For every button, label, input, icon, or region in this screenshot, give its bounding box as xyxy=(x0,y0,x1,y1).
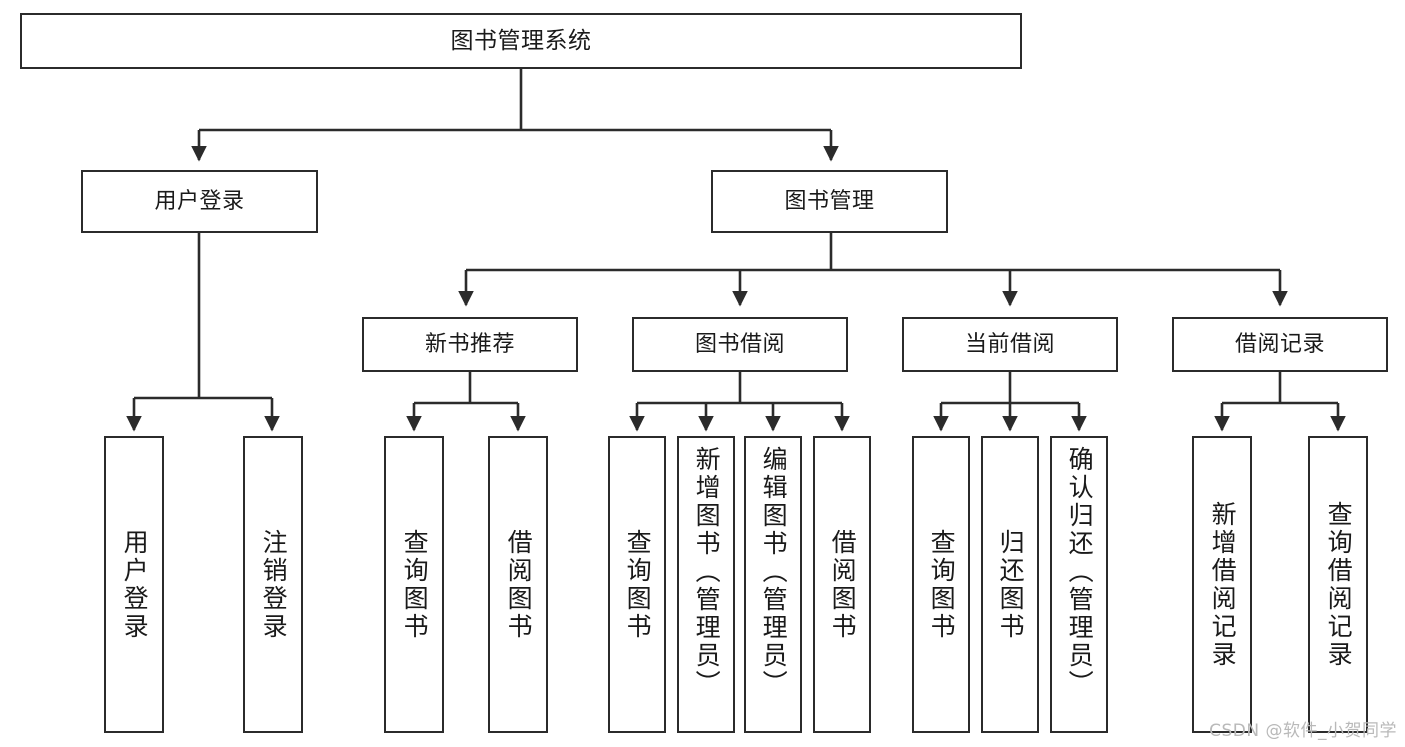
leaf-borrow-book-1[interactable]: 借阅图书 xyxy=(488,436,548,733)
leaf-query-book-2[interactable]: 查询图书 xyxy=(608,436,666,733)
leaf-borrow-book-2[interactable]: 借阅图书 xyxy=(813,436,871,733)
node-borrow-record-label: 借阅记录 xyxy=(1234,331,1325,357)
node-current-borrow-label: 当前借阅 xyxy=(964,331,1055,357)
leaf-edit-book-label: 编辑图书（管理员） xyxy=(759,446,789,698)
leaf-query-borrow-record[interactable]: 查询借阅记录 xyxy=(1308,436,1368,733)
leaf-query-book-2-label: 查询图书 xyxy=(623,528,653,641)
node-root-label: 图书管理系统 xyxy=(450,27,592,54)
leaf-add-borrow-record[interactable]: 新增借阅记录 xyxy=(1192,436,1252,733)
leaf-return-book-label: 归还图书 xyxy=(996,528,1026,641)
leaf-borrow-book-1-label: 借阅图书 xyxy=(504,528,534,641)
leaf-borrow-book-2-label: 借阅图书 xyxy=(828,528,858,641)
leaf-add-borrow-record-label: 新增借阅记录 xyxy=(1208,500,1238,669)
leaf-confirm-return[interactable]: 确认归还（管理员） xyxy=(1050,436,1108,733)
leaf-logout-login-label: 注销登录 xyxy=(259,528,289,641)
watermark-text: CSDN @软件_小贺同学 xyxy=(1209,721,1397,741)
node-user-login-label: 用户登录 xyxy=(154,188,245,214)
leaf-query-book-3[interactable]: 查询图书 xyxy=(912,436,970,733)
leaf-logout-login[interactable]: 注销登录 xyxy=(243,436,303,733)
node-borrow-record[interactable]: 借阅记录 xyxy=(1172,317,1388,372)
node-book-management[interactable]: 图书管理 xyxy=(711,170,948,233)
node-new-book-recommend-label: 新书推荐 xyxy=(424,331,515,357)
leaf-edit-book[interactable]: 编辑图书（管理员） xyxy=(744,436,802,733)
node-current-borrow[interactable]: 当前借阅 xyxy=(902,317,1118,372)
leaf-query-book-3-label: 查询图书 xyxy=(927,528,957,641)
node-root[interactable]: 图书管理系统 xyxy=(20,13,1022,69)
node-user-login[interactable]: 用户登录 xyxy=(81,170,318,233)
leaf-query-borrow-record-label: 查询借阅记录 xyxy=(1324,500,1354,669)
leaf-user-login-label: 用户登录 xyxy=(120,528,150,641)
node-book-borrow-label: 图书借阅 xyxy=(694,331,785,357)
leaf-user-login[interactable]: 用户登录 xyxy=(104,436,164,733)
node-new-book-recommend[interactable]: 新书推荐 xyxy=(362,317,578,372)
leaf-confirm-return-label: 确认归还（管理员） xyxy=(1065,446,1095,698)
leaf-query-book-1[interactable]: 查询图书 xyxy=(384,436,444,733)
node-book-borrow[interactable]: 图书借阅 xyxy=(632,317,848,372)
leaf-add-book-label: 新增图书（管理员） xyxy=(692,446,722,698)
node-book-management-label: 图书管理 xyxy=(784,188,875,214)
leaf-query-book-1-label: 查询图书 xyxy=(400,528,430,641)
leaf-return-book[interactable]: 归还图书 xyxy=(981,436,1039,733)
leaf-add-book[interactable]: 新增图书（管理员） xyxy=(677,436,735,733)
